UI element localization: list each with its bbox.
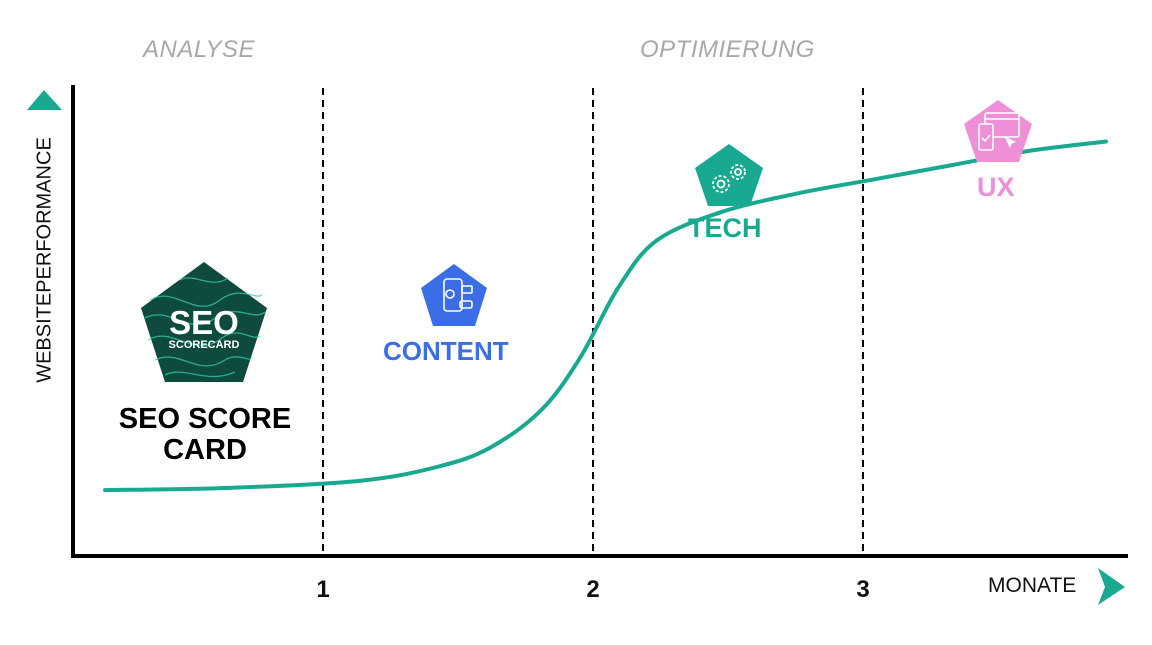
x-axis-arrow-icon bbox=[1098, 568, 1125, 605]
phase-label-analyse: ANALYSE bbox=[143, 36, 256, 63]
devices-icon bbox=[978, 112, 1020, 151]
smartphone-content-icon bbox=[443, 278, 473, 312]
seo-badge-subtitle: SCORECARD bbox=[169, 339, 240, 351]
category-seo-label: SEO SCORE CARD bbox=[110, 404, 300, 466]
tech-badge bbox=[695, 144, 763, 206]
ux-badge bbox=[964, 100, 1032, 162]
y-axis-arrow-icon bbox=[27, 90, 62, 110]
x-tick-label: 2 bbox=[586, 576, 600, 603]
x-axis-label: MONATE bbox=[988, 574, 1077, 597]
content-badge bbox=[421, 264, 487, 326]
phase-label-optimierung: OPTIMIERUNG bbox=[640, 36, 815, 63]
seo-badge-title: SEO bbox=[169, 304, 239, 341]
performance-curve bbox=[103, 139, 1108, 493]
x-tick-label: 3 bbox=[856, 576, 870, 603]
category-content-label: CONTENT bbox=[383, 336, 509, 366]
category-ux-label: UX bbox=[977, 172, 1015, 202]
seo-label-line2: CARD bbox=[163, 434, 247, 466]
seo-label-line1: SEO SCORE bbox=[118, 403, 292, 435]
y-axis-label: WEBSITEPERFORMANCE bbox=[33, 137, 56, 383]
category-tech-label: TECH bbox=[688, 213, 762, 243]
gears-icon bbox=[712, 164, 746, 193]
seo-scorecard-badge-icon: SEO SCORECARD bbox=[141, 262, 267, 382]
x-tick-label: 1 bbox=[316, 576, 330, 603]
